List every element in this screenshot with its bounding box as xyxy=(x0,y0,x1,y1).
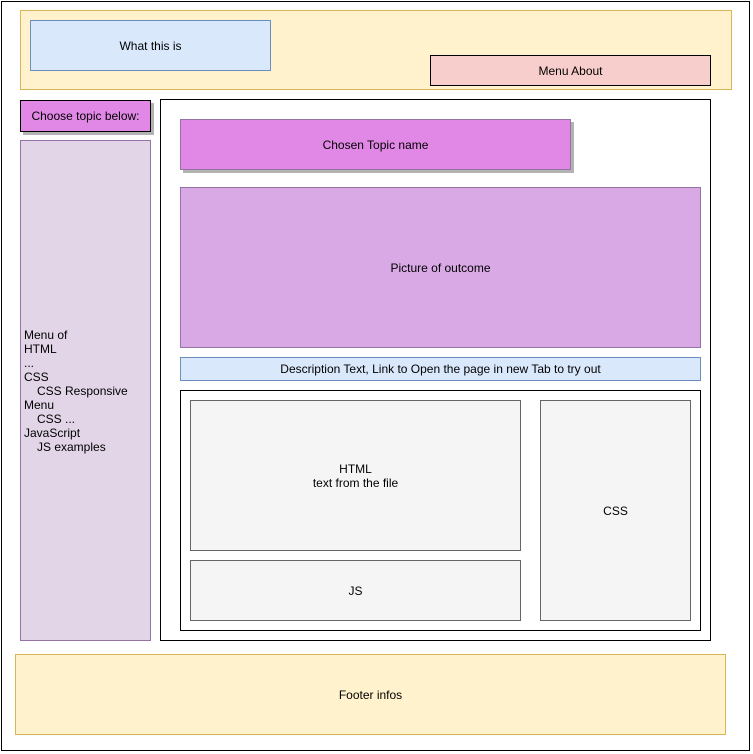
menu-line: ... xyxy=(24,356,35,370)
menu-about-label: Menu About xyxy=(538,63,603,78)
choose-topic-box: Choose topic below: xyxy=(20,100,151,132)
picture-of-outcome-box: Picture of outcome xyxy=(180,187,701,348)
html-code-box: HTML text from the file xyxy=(190,400,521,551)
footer-label: Footer infos xyxy=(338,687,403,702)
menu-item-javascript[interactable]: JavaScript xyxy=(24,426,81,440)
description-label: Description Text, Link to Open the page … xyxy=(280,362,601,376)
menu-item-css-responsive[interactable]: CSS Responsive xyxy=(37,384,128,398)
js-code-label: JS xyxy=(348,583,363,598)
menu-item-css[interactable]: CSS xyxy=(24,370,49,384)
css-code-label: CSS xyxy=(603,503,628,518)
what-this-is-label: What this is xyxy=(119,38,182,53)
menu-item-js-examples[interactable]: JS examples xyxy=(37,440,106,454)
description-box[interactable]: Description Text, Link to Open the page … xyxy=(180,357,701,381)
html-code-subtitle: text from the file xyxy=(312,475,399,490)
footer-box: Footer infos xyxy=(15,654,726,735)
picture-of-outcome-label: Picture of outcome xyxy=(390,260,491,275)
choose-topic-label: Choose topic below: xyxy=(31,109,140,123)
css-code-box: CSS xyxy=(540,400,691,621)
menu-item-html[interactable]: HTML xyxy=(24,342,57,356)
menu-line: Menu of xyxy=(24,328,68,342)
chosen-topic-name-box: Chosen Topic name xyxy=(180,119,571,170)
menu-item-css-more[interactable]: CSS ... xyxy=(37,412,76,426)
sidebar-menu[interactable]: Menu of HTML ... CSS CSS Responsive Menu… xyxy=(20,140,151,641)
js-code-box: JS xyxy=(190,560,521,621)
html-code-title: HTML xyxy=(339,461,372,476)
chosen-topic-name-label: Chosen Topic name xyxy=(322,137,429,152)
menu-line: Menu xyxy=(24,398,55,412)
what-this-is-box: What this is xyxy=(30,20,271,71)
menu-about-box[interactable]: Menu About xyxy=(430,55,711,86)
